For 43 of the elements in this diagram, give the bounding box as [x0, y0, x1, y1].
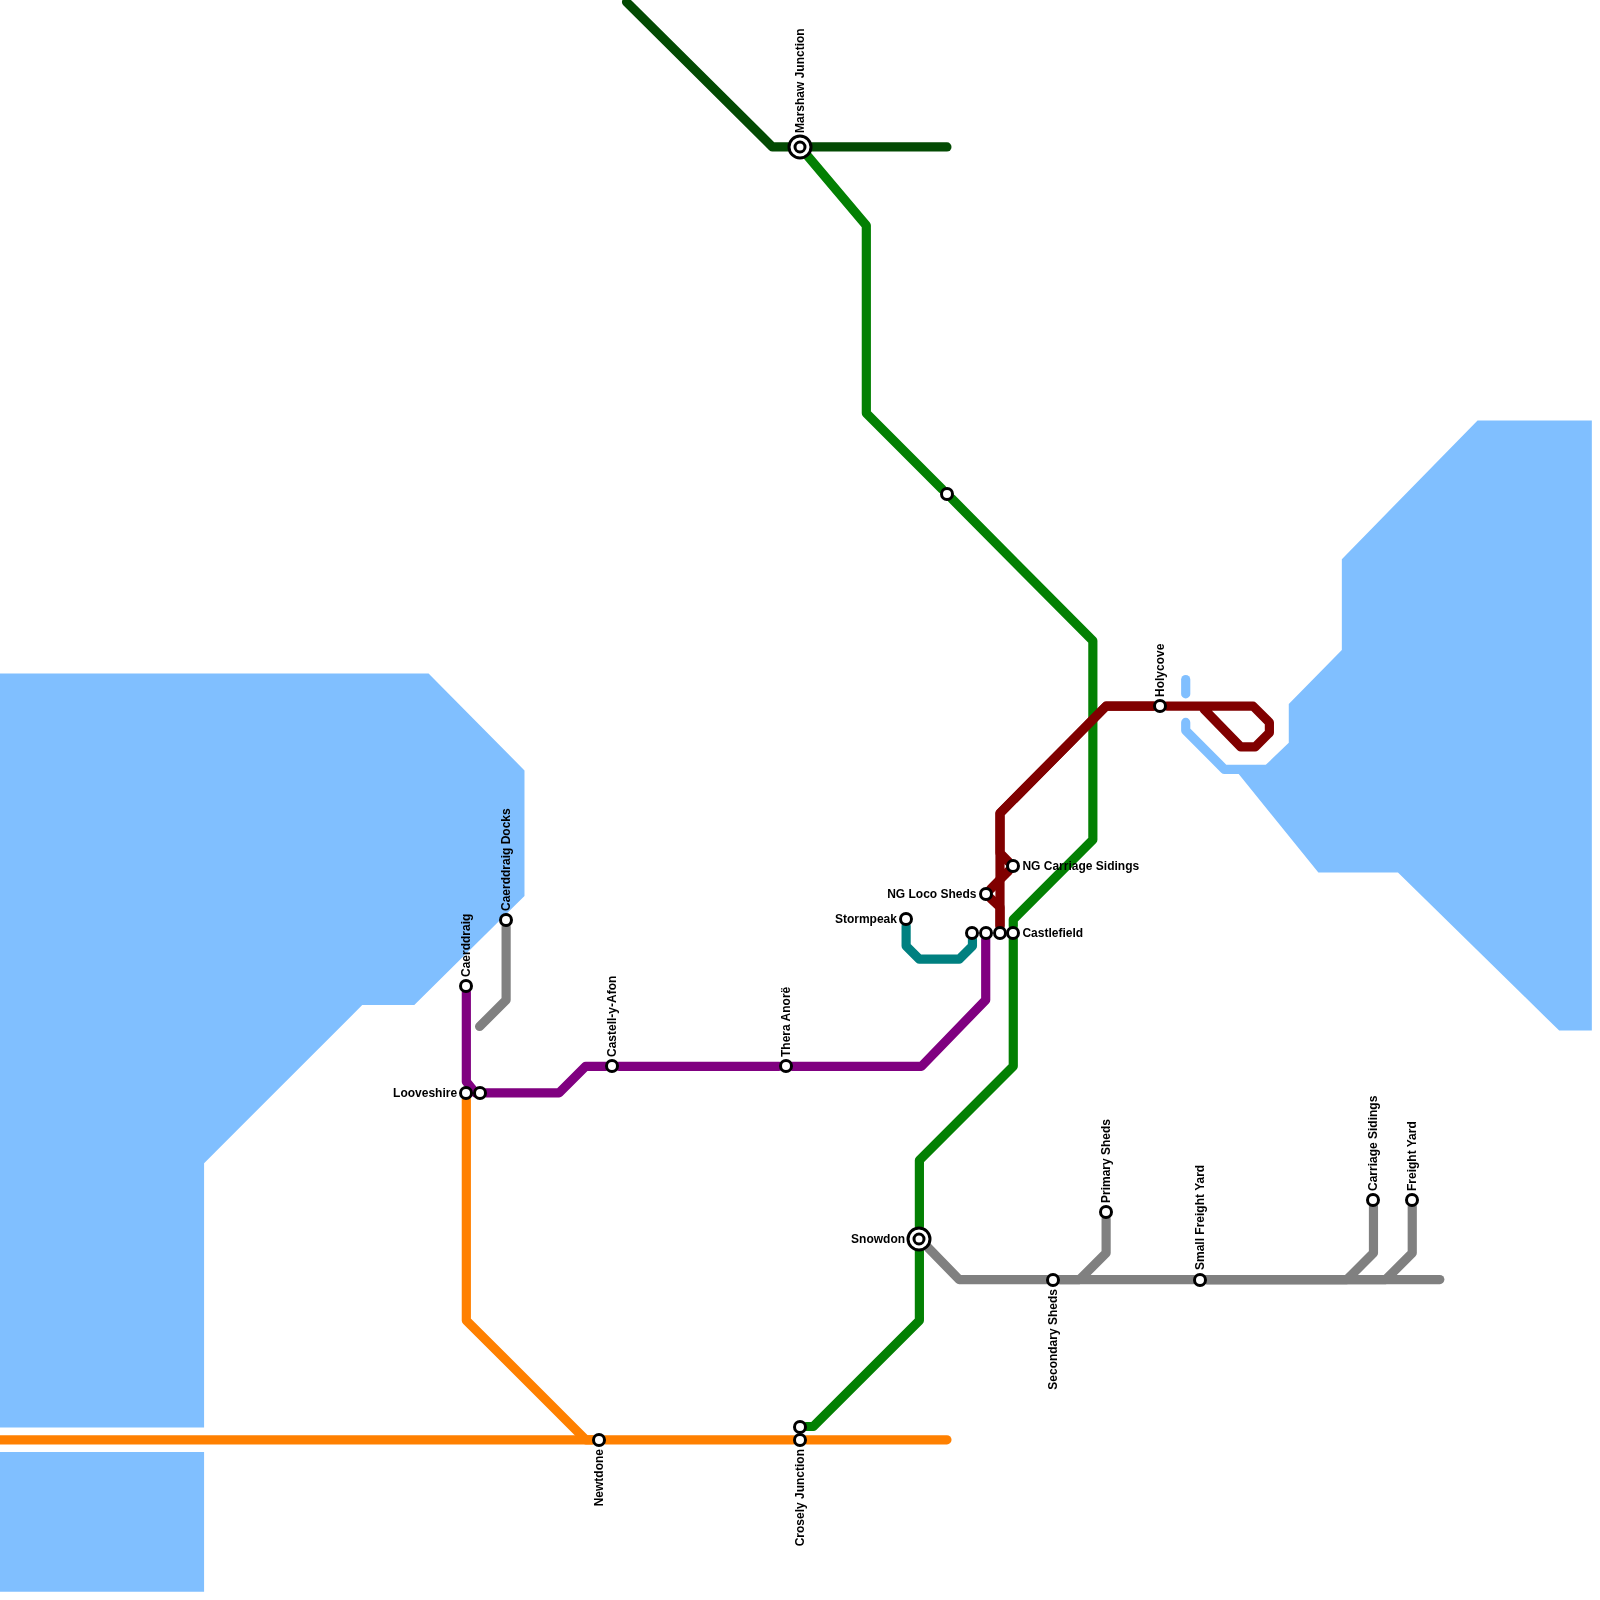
station-label: Castell-y-Afon — [605, 975, 620, 1058]
station-marker — [1366, 1193, 1381, 1207]
station-label: Freight Yard — [1405, 1121, 1420, 1191]
station-marker — [778, 1059, 793, 1074]
station-marker — [1193, 1272, 1207, 1287]
station-marker — [1153, 699, 1168, 714]
station-label: Holycove — [1153, 643, 1168, 697]
station-marker — [993, 925, 1007, 940]
station-marker — [793, 1419, 807, 1434]
station-label: Snowdon — [851, 1231, 906, 1246]
station-marker — [459, 1085, 474, 1100]
station-label: Marshaw Junction — [793, 27, 807, 133]
station-label: NG Loco Sheds — [887, 886, 977, 901]
station-marker — [1006, 925, 1021, 940]
station-label: Primary Sheds — [1099, 1119, 1114, 1204]
station-marker — [459, 978, 474, 993]
station-label: Looveshire — [393, 1085, 458, 1100]
station-label: Secondary Sheds — [1046, 1288, 1061, 1390]
station-marker — [1099, 1205, 1114, 1220]
station-label: Small Freight Yard — [1193, 1165, 1207, 1271]
station-marker — [793, 1432, 807, 1447]
station-marker — [899, 912, 914, 927]
station-label: Stormpeak — [834, 912, 897, 927]
station-marker — [1046, 1272, 1061, 1287]
station-label: Carriage Sidings — [1366, 1095, 1381, 1191]
station-marker — [978, 925, 993, 940]
station-marker — [965, 925, 980, 940]
interchange-marker — [906, 1226, 932, 1252]
rail-line — [985, 866, 1014, 894]
station-marker — [605, 1059, 620, 1074]
station-marker — [1006, 859, 1021, 874]
station-marker — [978, 886, 993, 901]
station-marker — [1405, 1193, 1420, 1207]
station-label: Castlefield — [1022, 925, 1084, 940]
station-label: Caerddraig Docks — [499, 808, 514, 912]
station-marker — [499, 913, 514, 928]
station-label: Newtdone — [591, 1448, 606, 1507]
station-label: Thera Anorë — [778, 986, 793, 1058]
station-label: Crosely Junction — [793, 1448, 807, 1547]
station-marker — [472, 1085, 487, 1100]
station-marker — [591, 1432, 606, 1447]
station-label: Caerddraig — [459, 913, 474, 977]
interchange-marker — [787, 134, 813, 160]
